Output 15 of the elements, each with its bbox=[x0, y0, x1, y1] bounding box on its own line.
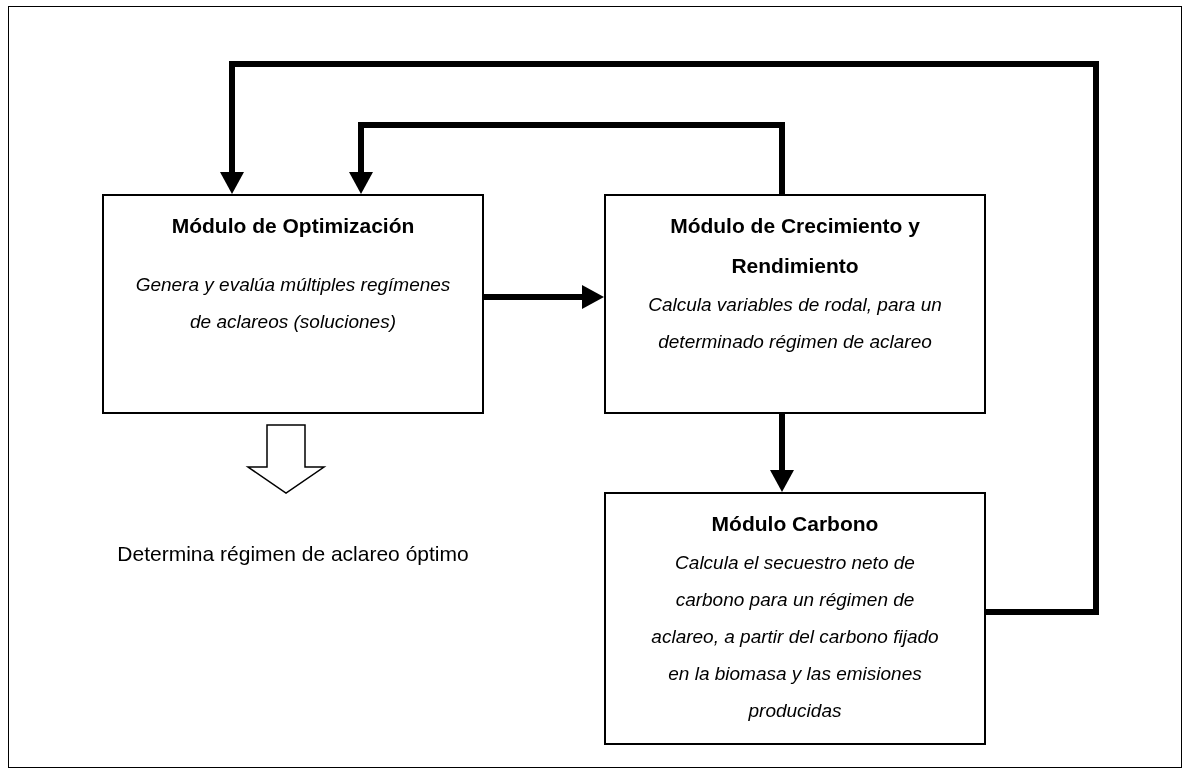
arrow bbox=[349, 122, 785, 194]
arrow bbox=[484, 285, 604, 309]
box-title: Módulo de Crecimiento y Rendimiento bbox=[669, 213, 921, 279]
arrow bbox=[220, 61, 1099, 615]
process-box bbox=[102, 194, 484, 414]
box-description: Calcula variables de rodal, para un determinado régimen de aclareo bbox=[647, 293, 943, 354]
arrow bbox=[770, 414, 794, 492]
result-text: Determina régimen de aclareo óptimo bbox=[117, 541, 469, 567]
hollow-arrow bbox=[245, 424, 327, 494]
process-box bbox=[604, 492, 986, 745]
process-box bbox=[604, 194, 986, 414]
box-title: Módulo de Optimización bbox=[171, 213, 415, 239]
box-description: Calcula el secuestro neto de carbono para un régimen de aclareo, a partir del carbono fijado en la biomasa y las emisiones producidas bbox=[650, 551, 940, 723]
box-description: Genera y evalúa múltiples regímenes de aclareos (soluciones) bbox=[134, 273, 452, 334]
box-title: Módulo Carbono bbox=[711, 511, 879, 537]
